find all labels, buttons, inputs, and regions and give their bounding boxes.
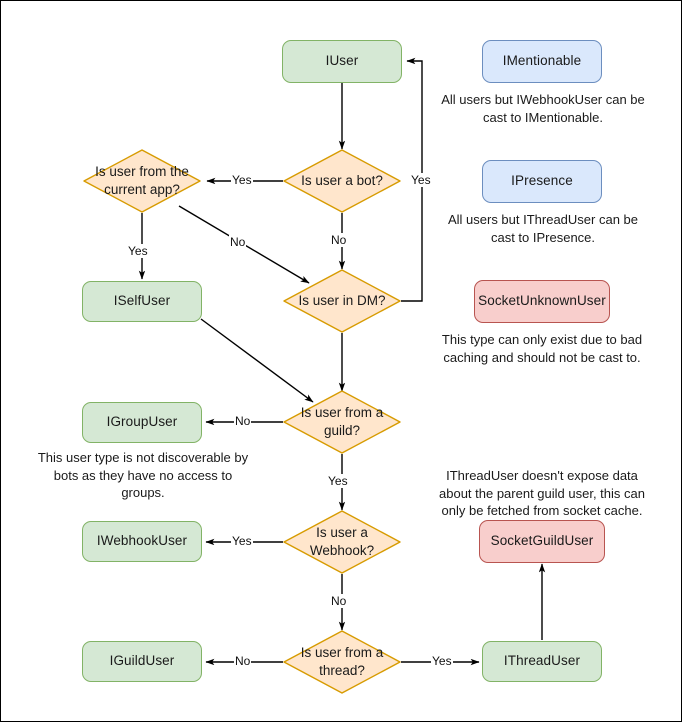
decision-is-guild-label: Is user from a guild? [300, 405, 384, 438]
node-iguilduser-label: IGuildUser [109, 653, 175, 669]
edge-label-bot-no: No [330, 233, 348, 247]
node-iselfuser-label: ISelfUser [113, 293, 171, 309]
diamond-shape [283, 149, 401, 213]
node-ipresence[interactable]: IPresence [482, 160, 602, 203]
node-ithreaduser[interactable]: IThreadUser [482, 641, 602, 682]
edge-label-webhook-no: No [330, 594, 348, 608]
decision-is-dm-label: Is user in DM? [298, 293, 386, 309]
decision-is-dm[interactable]: Is user in DM? [283, 269, 401, 333]
decision-is-webhook-label: Is user a Webhook? [309, 525, 375, 558]
decision-is-bot-label: Is user a bot? [301, 173, 383, 189]
decision-is-thread[interactable]: Is user from a thread? [283, 630, 401, 694]
edge-label-guild-yes: Yes [327, 474, 349, 488]
note-igroupuser: This user type is not discoverable by bo… [37, 450, 249, 501]
edge-label-currentapp-no: No [229, 235, 247, 249]
node-imentionable-label: IMentionable [502, 53, 582, 69]
note-imentionable: All users but IWebhookUser can be cast t… [441, 92, 645, 125]
note-ithreaduser: IThreadUser doesn't expose data about th… [439, 468, 645, 519]
decision-is-guild[interactable]: Is user from a guild? [283, 390, 401, 454]
node-iguilduser[interactable]: IGuildUser [82, 641, 202, 682]
note-socketunknownuser: This type can only exist due to bad cach… [441, 332, 643, 365]
node-iuser-label: IUser [325, 53, 359, 69]
node-iuser[interactable]: IUser [282, 40, 402, 83]
decision-is-webhook[interactable]: Is user a Webhook? [283, 510, 401, 574]
edge-label-thread-yes: Yes [431, 654, 453, 668]
node-iwebhookuser[interactable]: IWebhookUser [82, 521, 202, 562]
diamond-shape [283, 269, 401, 333]
decision-is-current-app[interactable]: Is user from the current app? [83, 149, 201, 213]
edge-label-bot-yes: Yes [231, 173, 253, 187]
node-ithreaduser-label: IThreadUser [503, 653, 581, 669]
edge-label-dm-yes: Yes [410, 173, 432, 187]
decision-is-thread-label: Is user from a thread? [300, 645, 384, 678]
edge-label-thread-no: No [234, 654, 252, 668]
node-iselfuser[interactable]: ISelfUser [82, 281, 202, 322]
node-igroupuser-label: IGroupUser [106, 414, 178, 430]
note-ipresence: All users but IThreadUser can be cast to… [447, 212, 639, 245]
edge-label-currentapp-yes: Yes [127, 244, 149, 258]
node-socketguilduser[interactable]: SocketGuildUser [479, 520, 605, 563]
diamond-shape [83, 149, 201, 213]
diamond-shape [283, 510, 401, 574]
node-ipresence-label: IPresence [511, 173, 573, 189]
node-iwebhookuser-label: IWebhookUser [96, 533, 188, 549]
node-imentionable[interactable]: IMentionable [482, 40, 602, 83]
node-igroupuser[interactable]: IGroupUser [82, 402, 202, 443]
edge-label-guild-no: No [234, 414, 252, 428]
edge-label-webhook-yes: Yes [231, 534, 253, 548]
decision-is-bot[interactable]: Is user a bot? [283, 149, 401, 213]
node-socketunknownuser-label: SocketUnknownUser [478, 293, 606, 309]
node-socketguilduser-label: SocketGuildUser [490, 533, 594, 549]
diamond-shape [283, 390, 401, 454]
node-socketunknownuser[interactable]: SocketUnknownUser [474, 280, 610, 323]
diamond-shape [283, 630, 401, 694]
decision-is-current-app-label: Is user from the current app? [95, 164, 189, 197]
